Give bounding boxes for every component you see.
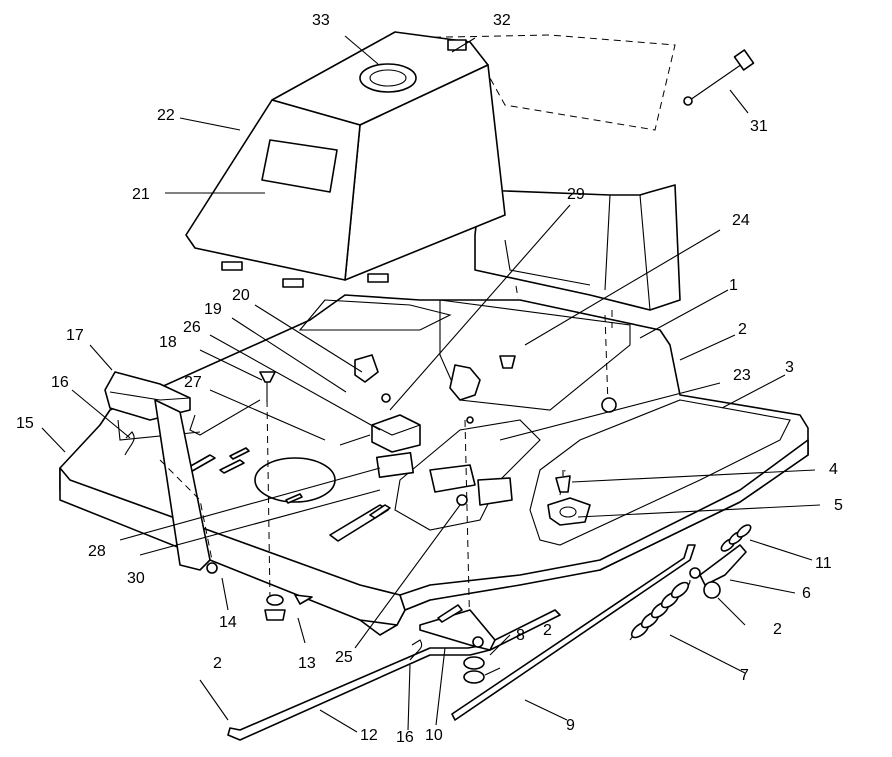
springs bbox=[629, 524, 752, 641]
callout-22: 22 bbox=[157, 107, 175, 124]
linkage-rods bbox=[227, 544, 747, 741]
callout-28: 28 bbox=[88, 543, 106, 560]
callout-9: 9 bbox=[566, 717, 575, 734]
lever-10 bbox=[419, 609, 496, 651]
hood-window bbox=[261, 139, 338, 193]
callouts: 33 32 31 22 21 29 24 1 20 19 26 17 18 2 … bbox=[16, 12, 843, 746]
cable-assembly bbox=[683, 49, 755, 106]
callout-24: 24 bbox=[732, 212, 750, 229]
callout-29: 29 bbox=[567, 186, 585, 203]
right-pedal-mount bbox=[547, 470, 591, 526]
ghost-panel-outline bbox=[397, 34, 676, 131]
callout-7: 7 bbox=[740, 667, 749, 684]
callout-25: 25 bbox=[335, 649, 353, 666]
fill-cap bbox=[359, 63, 417, 93]
callout-30: 30 bbox=[127, 570, 145, 587]
callout-32: 32 bbox=[493, 12, 511, 29]
left-pedal bbox=[104, 371, 218, 574]
hardware bbox=[124, 397, 617, 661]
callout-23: 23 bbox=[733, 367, 751, 384]
nut-6 bbox=[703, 581, 721, 599]
callout-31: 31 bbox=[750, 118, 768, 135]
callout-8: 8 bbox=[516, 627, 525, 644]
callout-6: 6 bbox=[802, 585, 811, 602]
callout-2-top: 2 bbox=[738, 321, 747, 338]
callout-15: 15 bbox=[16, 415, 34, 432]
callout-4: 4 bbox=[829, 461, 838, 478]
switch-assembly bbox=[259, 354, 516, 506]
callout-5: 5 bbox=[834, 497, 843, 514]
leader-lines bbox=[41, 35, 821, 733]
callout-2-left: 2 bbox=[213, 655, 222, 672]
callout-20: 20 bbox=[232, 287, 250, 304]
main-frame bbox=[59, 294, 809, 636]
bracket-6 bbox=[699, 544, 747, 586]
callout-21: 21 bbox=[132, 186, 150, 203]
rear-housing bbox=[474, 184, 681, 311]
callout-19: 19 bbox=[204, 301, 222, 318]
hood-cover bbox=[185, 31, 506, 288]
callout-26: 26 bbox=[183, 319, 201, 336]
callout-13: 13 bbox=[298, 655, 316, 672]
callout-2-right: 2 bbox=[773, 621, 782, 638]
callout-10: 10 bbox=[425, 727, 443, 744]
callout-18: 18 bbox=[159, 334, 177, 351]
callout-3: 3 bbox=[785, 359, 794, 376]
callout-17: 17 bbox=[66, 327, 84, 344]
callout-27: 27 bbox=[184, 374, 202, 391]
callout-33: 33 bbox=[312, 12, 330, 29]
callout-1: 1 bbox=[729, 277, 738, 294]
callout-16-bottom: 16 bbox=[396, 729, 414, 746]
callout-14: 14 bbox=[219, 614, 237, 631]
callout-16-top: 16 bbox=[51, 374, 69, 391]
callout-2-mid: 2 bbox=[543, 622, 552, 639]
callout-12: 12 bbox=[360, 727, 378, 744]
callout-11: 11 bbox=[815, 555, 832, 572]
